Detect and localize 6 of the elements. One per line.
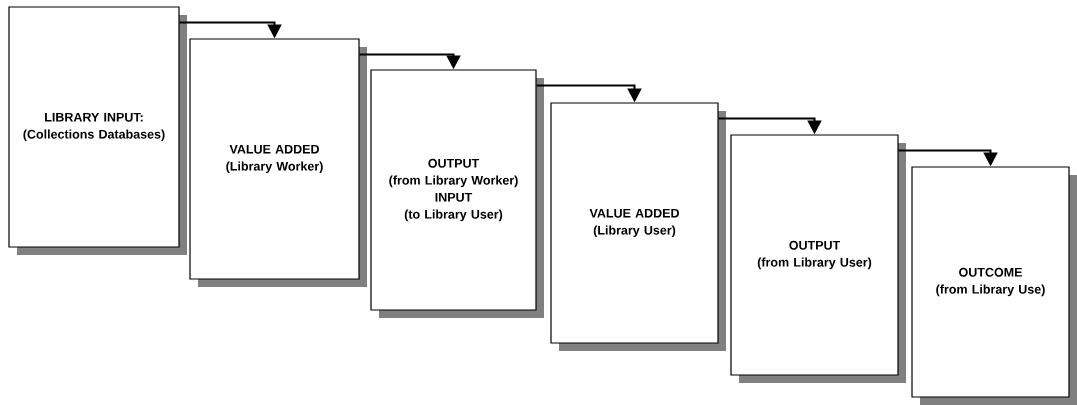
process-box: OUTCOME (from Library Use) <box>911 166 1077 405</box>
process-box: OUTPUT (from Library User) <box>730 134 906 383</box>
process-box: VALUE ADDED (Library Worker) <box>189 38 367 287</box>
process-box: OUTPUT (from Library Worker) INPUT (to Library User) <box>370 69 544 318</box>
process-box: VALUE ADDED (Library User) <box>550 102 726 351</box>
process-box: LIBRARY INPUT: (Collections Databases) <box>8 6 187 255</box>
